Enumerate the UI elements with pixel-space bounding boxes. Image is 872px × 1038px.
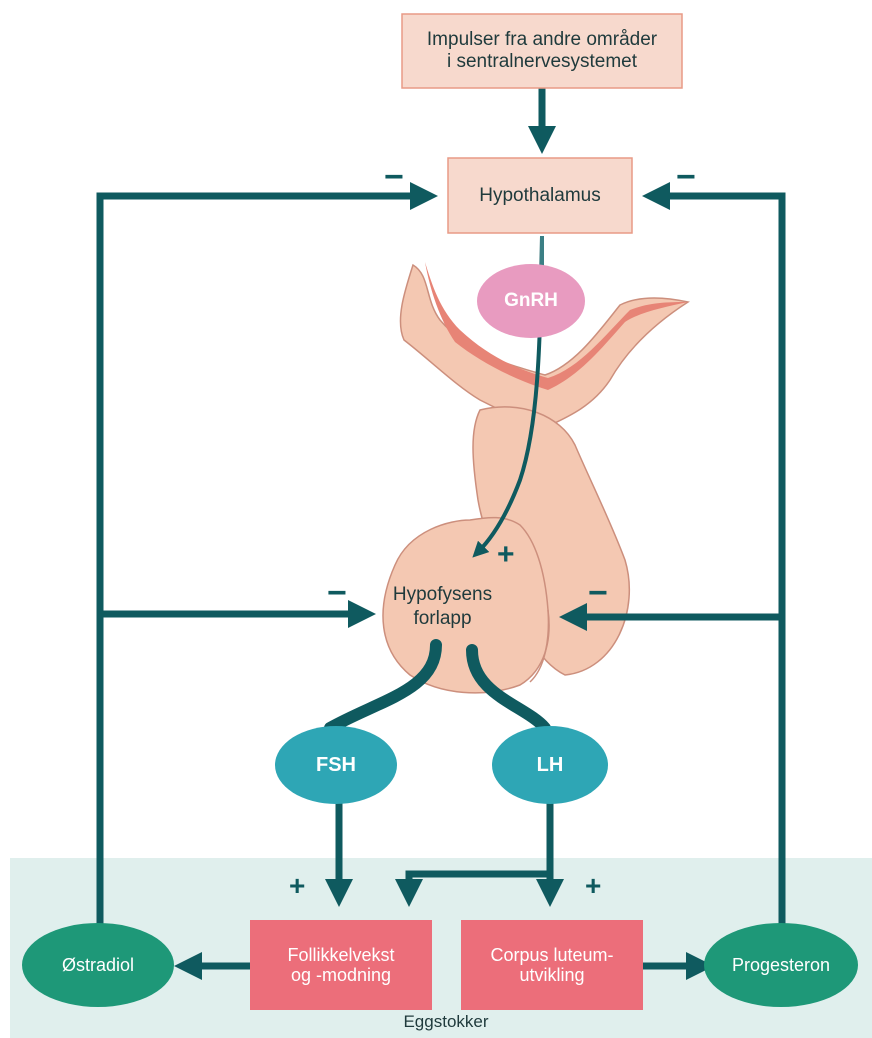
estradiol-feedback-line [100, 196, 424, 928]
gnrh-text: GnRH [504, 290, 558, 312]
corpus-line2: utvikling [519, 965, 584, 985]
minus-sign-pituitary-left: − [327, 576, 347, 610]
follicle-line1: Follikkelvekst [287, 945, 394, 965]
plus-sign-lh: + [585, 872, 601, 900]
plus-sign-gnrh: + [497, 540, 515, 570]
corpus-line1: Corpus luteum- [490, 945, 613, 965]
fsh-label: FSH [275, 726, 397, 804]
minus-sign-hypothalamus-left: − [384, 160, 404, 194]
lh-text: LH [537, 754, 564, 777]
ovaries-label: Eggstokker [386, 1012, 506, 1032]
progesterone-text: Progesteron [732, 955, 830, 976]
fsh-text: FSH [316, 754, 356, 777]
impulses-line2: i sentralnervesystemet [447, 51, 637, 73]
corpus-label: Corpus luteum- utvikling [461, 920, 643, 1010]
impulses-label: Impulser fra andre områder i sentralnerv… [402, 14, 682, 88]
hypothalamus-label: Hypothalamus [448, 158, 632, 233]
follicle-label: Follikkelvekst og -modning [250, 920, 432, 1010]
follicle-line2: og -modning [291, 965, 391, 985]
pituitary-label: Hypofysens forlapp [380, 578, 505, 636]
lh-label: LH [492, 726, 608, 804]
plus-sign-fsh: + [289, 872, 305, 900]
minus-sign-hypothalamus-right: − [676, 160, 696, 194]
impulses-line1: Impulser fra andre områder [427, 29, 657, 51]
progesterone-label: Progesteron [704, 923, 858, 1007]
pituitary-line2: forlapp [413, 607, 471, 631]
gnrh-label: GnRH [477, 264, 585, 338]
pituitary-line1: Hypofysens [393, 583, 492, 607]
estradiol-label: Østradiol [22, 923, 174, 1007]
estradiol-text: Østradiol [62, 955, 134, 976]
minus-sign-pituitary-right: − [588, 576, 608, 610]
hypothalamus-text: Hypothalamus [479, 185, 600, 207]
